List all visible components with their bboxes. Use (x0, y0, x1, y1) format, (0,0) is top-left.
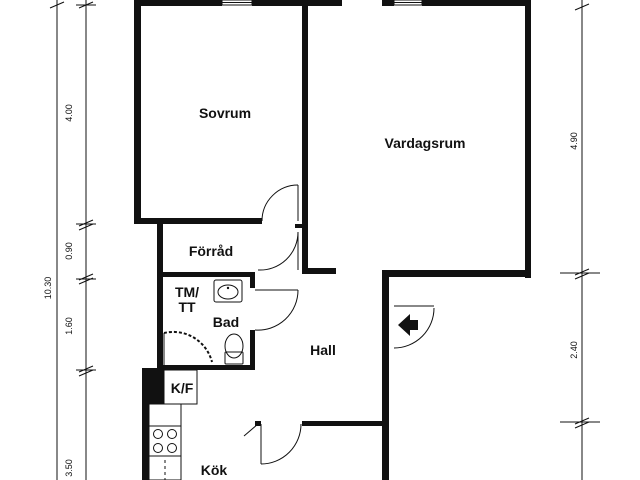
room-label-sovrum: Sovrum (199, 105, 251, 121)
doors (243, 184, 435, 465)
room-label-kf: K/F (171, 380, 194, 396)
dim-left-4: 3.50 (64, 459, 74, 477)
room-label-vardagsrum: Vardagsrum (385, 135, 466, 151)
kitchen-fixtures (148, 403, 182, 480)
walls (134, 0, 531, 480)
bathroom-fixtures (163, 279, 244, 365)
dim-right-2: 2.40 (569, 341, 579, 359)
dim-left-3: 1.60 (64, 317, 74, 335)
room-label-tm: TM/ (175, 284, 199, 300)
dimension-lines-left (49, 0, 96, 480)
room-label-tt: TT (178, 299, 196, 315)
room-label-forrad: Förråd (189, 243, 233, 259)
room-label-hall: Hall (310, 342, 336, 358)
dim-left-total: 10.30 (43, 277, 53, 300)
room-label-bad: Bad (213, 314, 239, 330)
dim-right-1: 4.90 (569, 132, 579, 150)
room-label-kok: Kök (201, 462, 228, 478)
windows (221, 0, 423, 6)
dim-left-1: 4.00 (64, 104, 74, 122)
dim-left-2: 0.90 (64, 242, 74, 260)
entrance-arrow-icon (398, 314, 418, 336)
dimension-lines-right (560, 0, 600, 480)
